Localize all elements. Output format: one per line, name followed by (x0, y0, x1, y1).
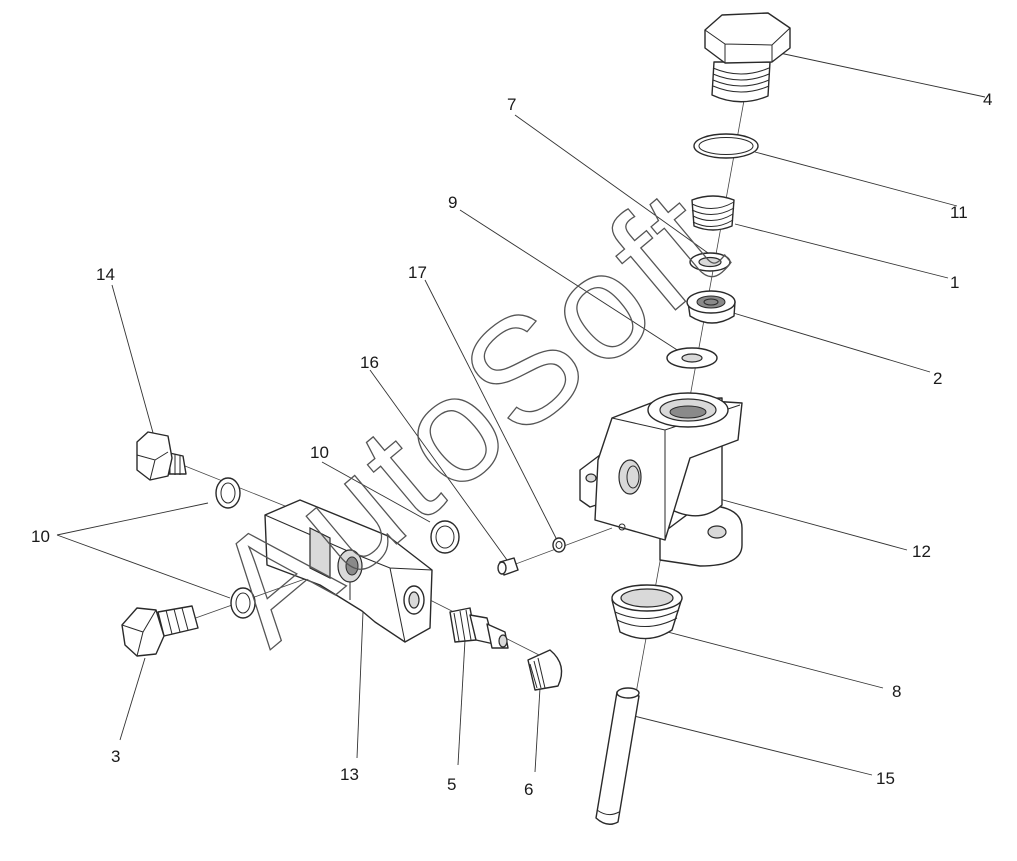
part-1-spring (691, 195, 735, 231)
leader-8 (659, 629, 884, 689)
part-17-small-washer (552, 537, 566, 553)
leader-15 (629, 714, 873, 776)
leader-10b (321, 461, 431, 523)
leader-12 (711, 496, 908, 551)
leader-5 (457, 639, 466, 766)
leader-11 (754, 151, 958, 207)
callout-10-left: 10 (31, 527, 50, 546)
callout-9: 9 (448, 193, 457, 212)
callout-16: 16 (360, 353, 379, 372)
leader-1 (734, 223, 949, 279)
part-13-adapter-block (264, 499, 433, 643)
callout-labels: 4 11 1 7 2 9 17 16 12 8 15 10 10 14 3 13… (31, 90, 992, 799)
callout-14: 14 (96, 265, 115, 284)
part-10-washers (215, 477, 460, 619)
part-5-fitting (449, 607, 509, 649)
leader-4 (774, 51, 986, 98)
part-3-hex-bolt (121, 605, 199, 657)
leader-6 (534, 687, 541, 773)
part-11-o-ring (693, 133, 759, 159)
callout-13: 13 (340, 765, 359, 784)
part-4-hex-plug (704, 12, 791, 103)
leader-10a-upper (56, 502, 209, 536)
part-12-valve-body (579, 392, 743, 567)
part-6-cap (527, 649, 563, 691)
callout-4: 4 (983, 90, 992, 109)
leader-9 (459, 209, 686, 356)
leader-17 (424, 279, 558, 541)
callout-6: 6 (524, 780, 533, 799)
leader-16 (369, 369, 508, 561)
callout-17: 17 (408, 263, 427, 282)
part-8-seat-bushing (611, 584, 683, 640)
callout-11: 11 (950, 203, 968, 222)
callout-3: 3 (111, 747, 120, 766)
callout-15: 15 (876, 769, 895, 788)
leader-3 (119, 657, 146, 741)
callout-2: 2 (933, 369, 942, 388)
part-15-pin (595, 687, 640, 825)
callout-5: 5 (447, 775, 456, 794)
part-14-hex-bolt (136, 431, 187, 481)
part-16-small-pin (497, 557, 519, 576)
callout-8: 8 (892, 682, 901, 701)
leader-2 (729, 311, 931, 373)
leader-13 (356, 611, 364, 759)
callout-7: 7 (507, 95, 516, 114)
callout-12: 12 (912, 542, 931, 561)
leader-7 (514, 114, 716, 259)
part-7-washer (689, 252, 731, 272)
leader-10a-lower (56, 534, 231, 599)
leader-lines (56, 51, 986, 776)
callout-10-top: 10 (310, 443, 329, 462)
part-9-seat-washer (666, 347, 718, 369)
leader-14 (111, 284, 156, 441)
callout-1: 1 (950, 273, 959, 292)
part-2-valve-disc (686, 290, 736, 324)
